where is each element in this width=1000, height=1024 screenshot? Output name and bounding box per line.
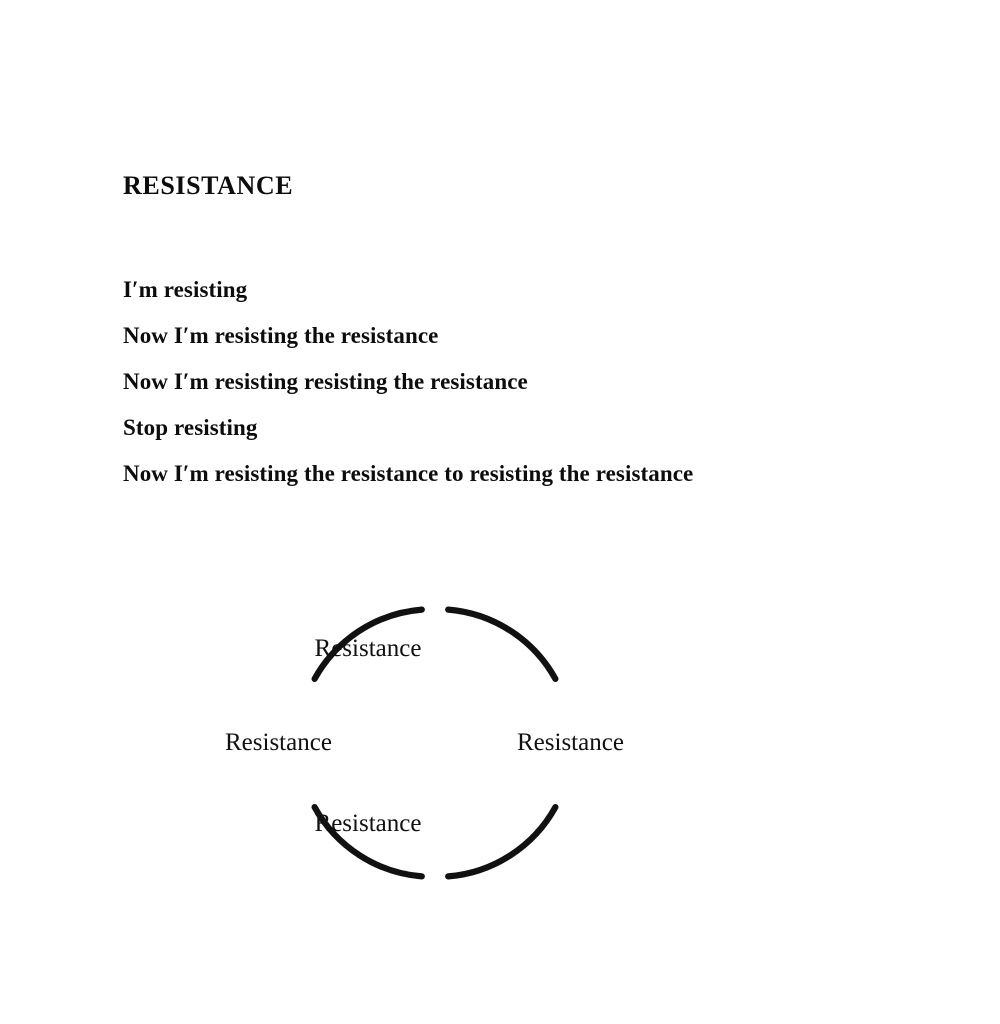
poem-line-list: I′m resisting Now I′m resisting the resi…	[123, 267, 923, 497]
cycle-arcs-svg	[311, 606, 559, 880]
poem-line: I′m resisting	[123, 276, 248, 302]
arc-top-left-icon	[311, 606, 425, 682]
cycle-label-bottom: Resistance	[314, 810, 422, 837]
cycle-label-left: Resistance	[225, 729, 332, 756]
cycle-label-top: Resistance	[314, 635, 422, 662]
cycle-label-right: Resistance	[517, 729, 624, 756]
arc-top-right-icon	[445, 606, 559, 682]
poem-line: Now I′m resisting the resistance to resi…	[123, 460, 694, 486]
poem-line: Stop resisting	[123, 414, 258, 440]
arc-bottom-right-icon	[445, 804, 559, 880]
page-title: RESISTANCE	[123, 171, 294, 200]
poem-line: Now I′m resisting the resistance	[123, 322, 439, 348]
poem-block: RESISTANCE I′m resisting Now I′m resisti…	[123, 171, 923, 497]
arc-bottom-left-icon	[311, 804, 425, 880]
resistance-cycle-diagram: Resistance Resistance Resistance Resista…	[200, 606, 680, 880]
poem-line: Now I′m resisting resisting the resistan…	[123, 368, 528, 394]
